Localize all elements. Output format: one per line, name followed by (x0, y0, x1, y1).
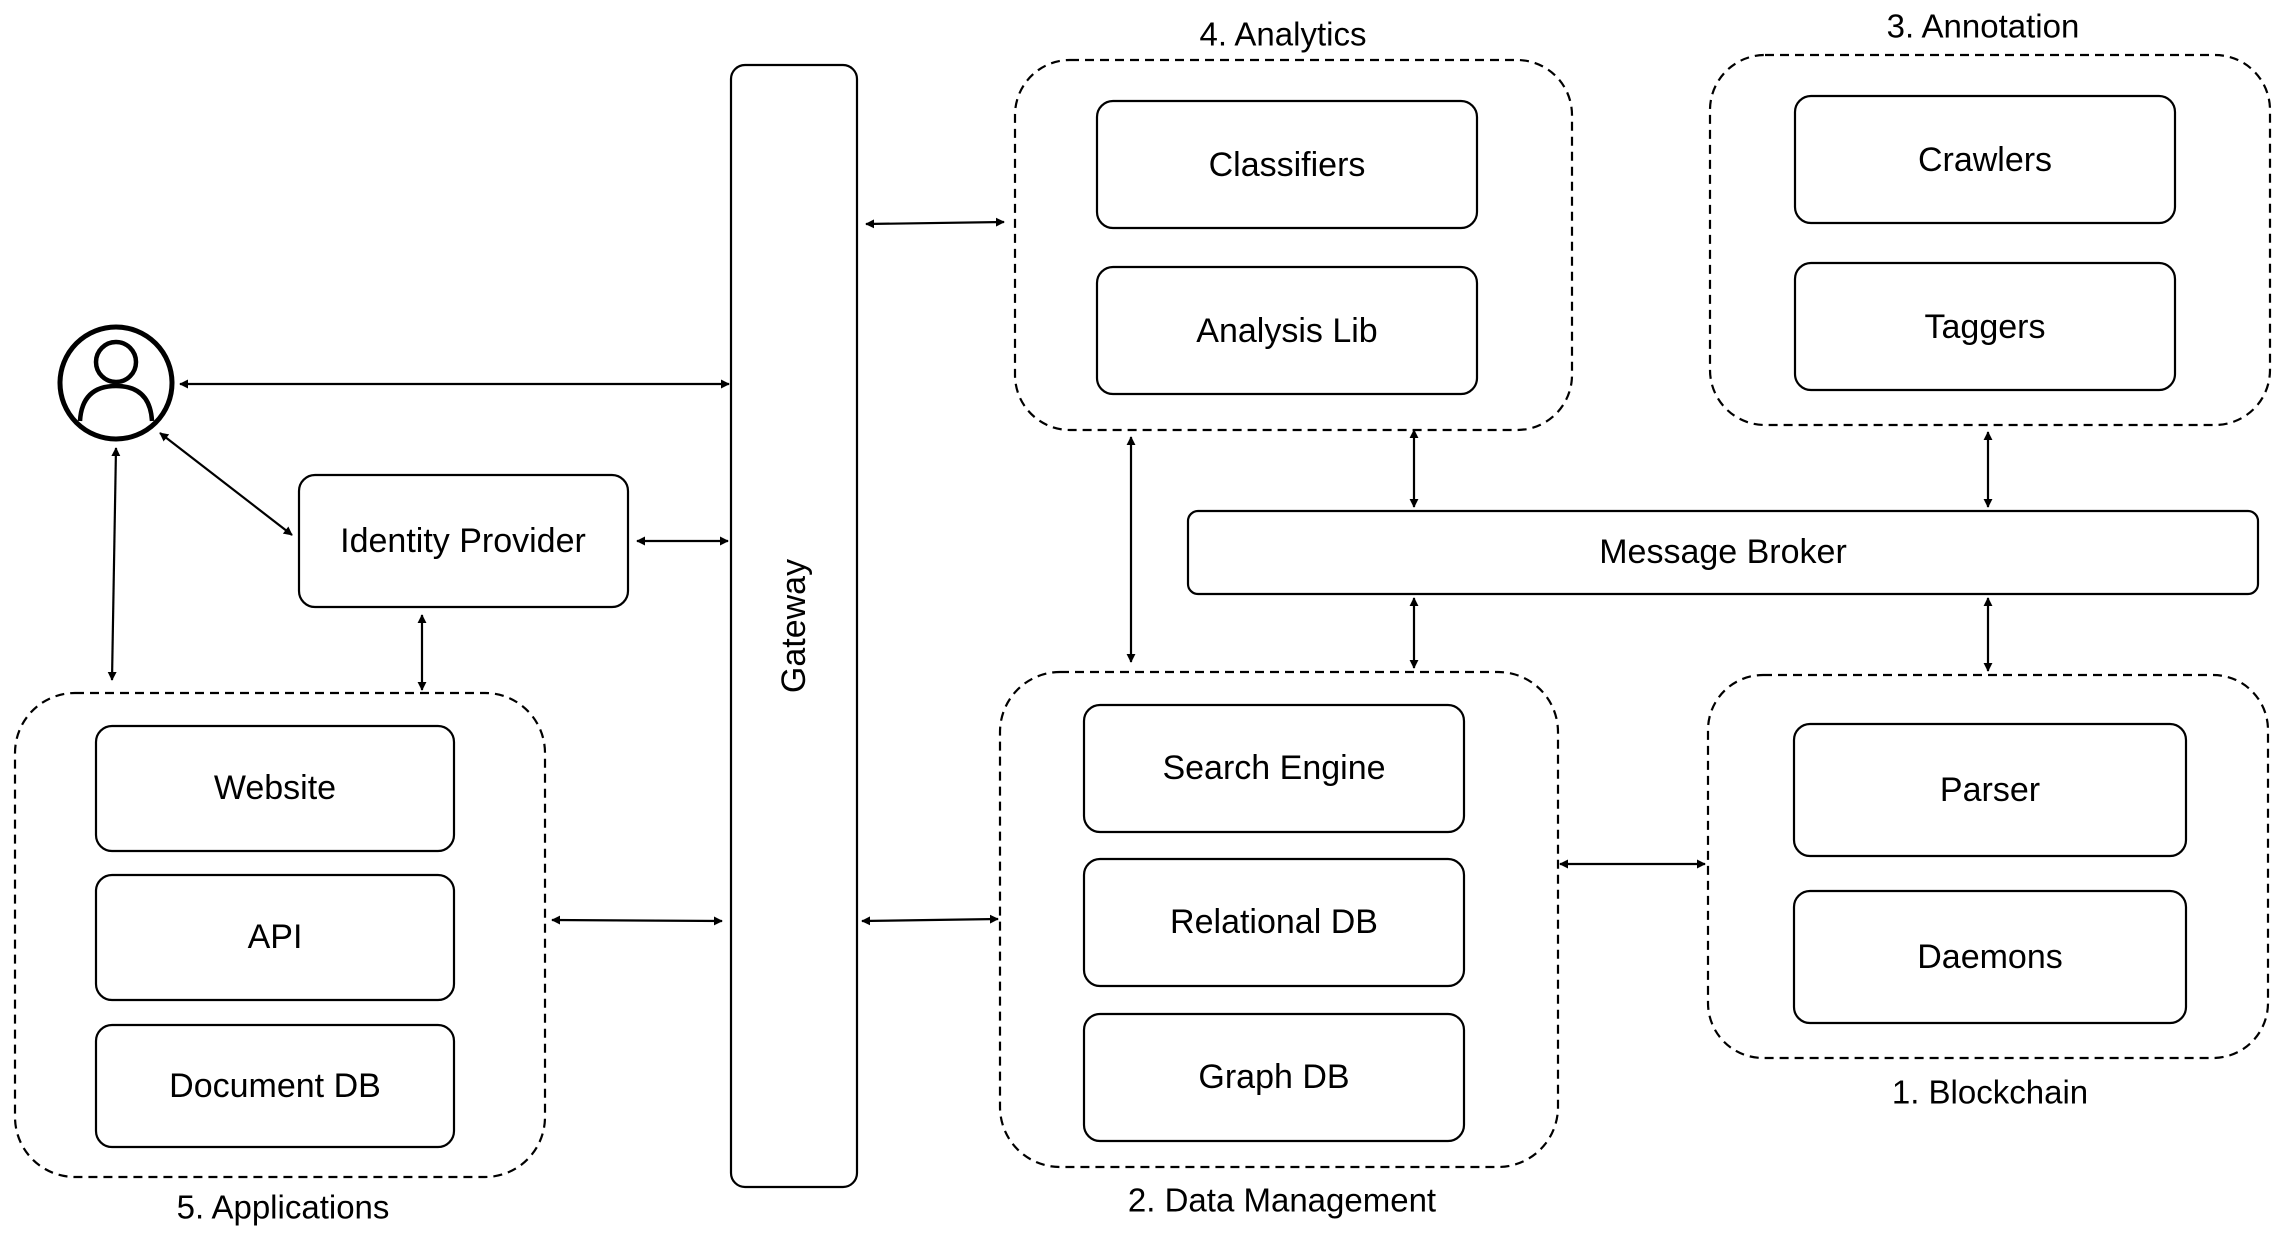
node-classifiers-label: Classifiers (1209, 146, 1366, 184)
group-analytics-label: 4. Analytics (1200, 16, 1367, 53)
group-analytics: 4. Analytics (1013, 16, 1574, 432)
node-identity-provider[interactable]: Identity Provider (297, 473, 630, 609)
group-applications-label: 5. Applications (177, 1189, 390, 1226)
edge-applications-gateway (551, 915, 723, 926)
node-message-broker[interactable]: Message Broker (1186, 509, 2260, 596)
user-icon (57, 324, 175, 442)
node-relational-db[interactable]: Relational DB (1082, 857, 1466, 988)
node-relational-db-label: Relational DB (1170, 903, 1378, 941)
node-parser[interactable]: Parser (1792, 722, 2188, 858)
node-classifiers[interactable]: Classifiers (1095, 99, 1479, 230)
edge-gateway-analytics (865, 217, 1005, 229)
node-message-broker-label: Message Broker (1599, 533, 1847, 571)
node-identity-provider-label: Identity Provider (340, 522, 586, 560)
group-data-management-label: 2. Data Management (1128, 1182, 1436, 1219)
edge-user-identity-provider (159, 432, 293, 536)
node-analysis-lib-label: Analysis Lib (1196, 312, 1377, 350)
node-gateway[interactable]: Gateway (729, 63, 859, 1189)
node-search-engine[interactable]: Search Engine (1082, 703, 1466, 834)
group-blockchain: 1. Blockchain (1706, 673, 2270, 1111)
edge-user-applications (107, 447, 121, 681)
group-blockchain-label: 1. Blockchain (1892, 1074, 2088, 1111)
node-api-label: API (248, 918, 303, 956)
node-graph-db[interactable]: Graph DB (1082, 1012, 1466, 1143)
group-annotation-label: 3. Annotation (1887, 8, 2080, 45)
node-search-engine-label: Search Engine (1162, 749, 1385, 787)
node-analysis-lib[interactable]: Analysis Lib (1095, 265, 1479, 396)
node-api[interactable]: API (94, 873, 456, 1002)
group-annotation: 3. Annotation (1708, 8, 2272, 427)
node-crawlers[interactable]: Crawlers (1793, 94, 2177, 225)
node-gateway-label: Gateway (775, 559, 813, 693)
group-data-management: 2. Data Management (998, 670, 1560, 1219)
node-graph-db-label: Graph DB (1198, 1058, 1349, 1096)
node-website-label: Website (214, 769, 336, 807)
node-parser-label: Parser (1940, 771, 2040, 809)
node-daemons[interactable]: Daemons (1792, 889, 2188, 1025)
edge-gateway-data-management (861, 914, 999, 926)
node-document-db[interactable]: Document DB (94, 1023, 456, 1149)
node-daemons-label: Daemons (1917, 938, 2063, 976)
node-crawlers-label: Crawlers (1918, 141, 2052, 179)
node-taggers-label: Taggers (1925, 308, 2046, 346)
node-document-db-label: Document DB (169, 1067, 381, 1105)
group-applications: 5. Applications (13, 691, 547, 1226)
node-taggers[interactable]: Taggers (1793, 261, 2177, 392)
node-website[interactable]: Website (94, 724, 456, 853)
